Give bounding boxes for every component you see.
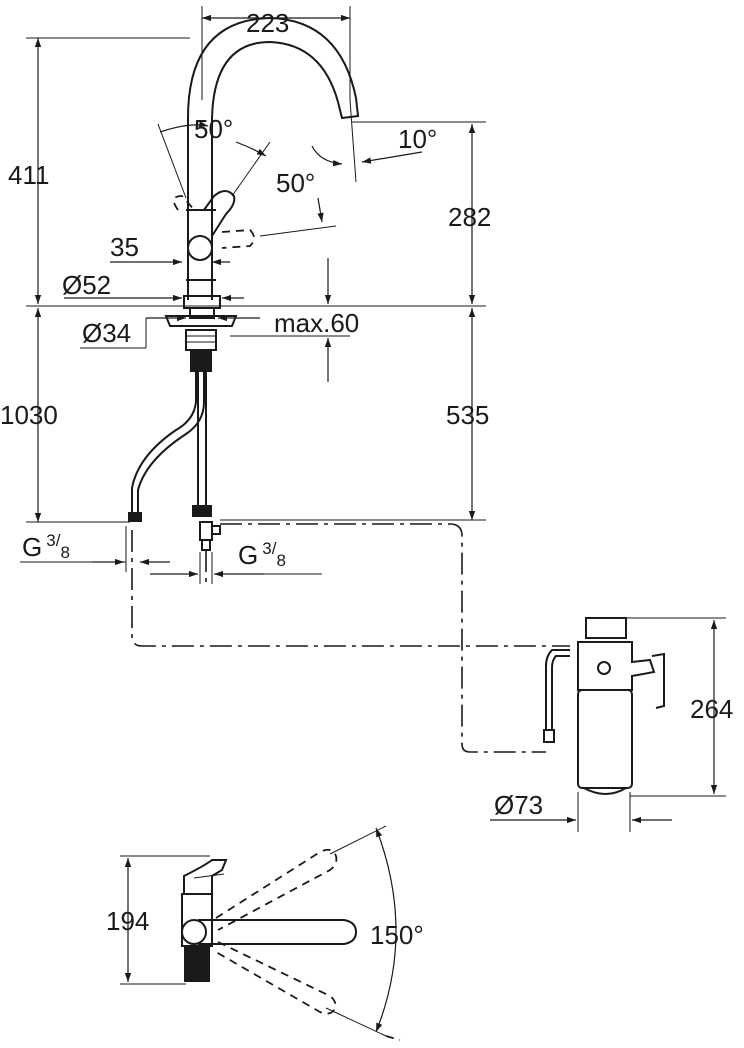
dim-hole-diameter: Ø34 xyxy=(82,318,131,348)
top-view xyxy=(181,825,401,1041)
supply-line xyxy=(131,530,570,647)
dim-top-view-height: 194 xyxy=(106,906,149,936)
dim-filter-diameter: Ø73 xyxy=(494,790,543,820)
angle-swivel: 150° xyxy=(370,920,424,950)
dimension-lines xyxy=(20,6,726,985)
labels: 223 411 282 35 Ø52 Ø34 max.60 1030 535 2… xyxy=(0,8,733,950)
dim-lever-width: 35 xyxy=(110,232,139,262)
angle-lever: 50° xyxy=(194,114,233,144)
dim-hose-length: 1030 xyxy=(0,400,58,430)
dim-spout-height: 282 xyxy=(448,202,491,232)
dim-shank-length: 535 xyxy=(446,400,489,430)
dim-filter-height: 264 xyxy=(690,694,733,724)
angle-spout-tilt: 10° xyxy=(398,124,437,154)
dim-spout-reach: 223 xyxy=(246,8,289,38)
water-filter xyxy=(543,617,665,795)
angle-lever-right: 50° xyxy=(276,168,315,198)
faucet-body xyxy=(128,16,360,551)
dim-total-height: 411 xyxy=(8,160,49,190)
dim-base-diameter: Ø52 xyxy=(62,270,111,300)
dim-max-thickness: max.60 xyxy=(274,308,359,338)
return-line xyxy=(220,523,546,753)
